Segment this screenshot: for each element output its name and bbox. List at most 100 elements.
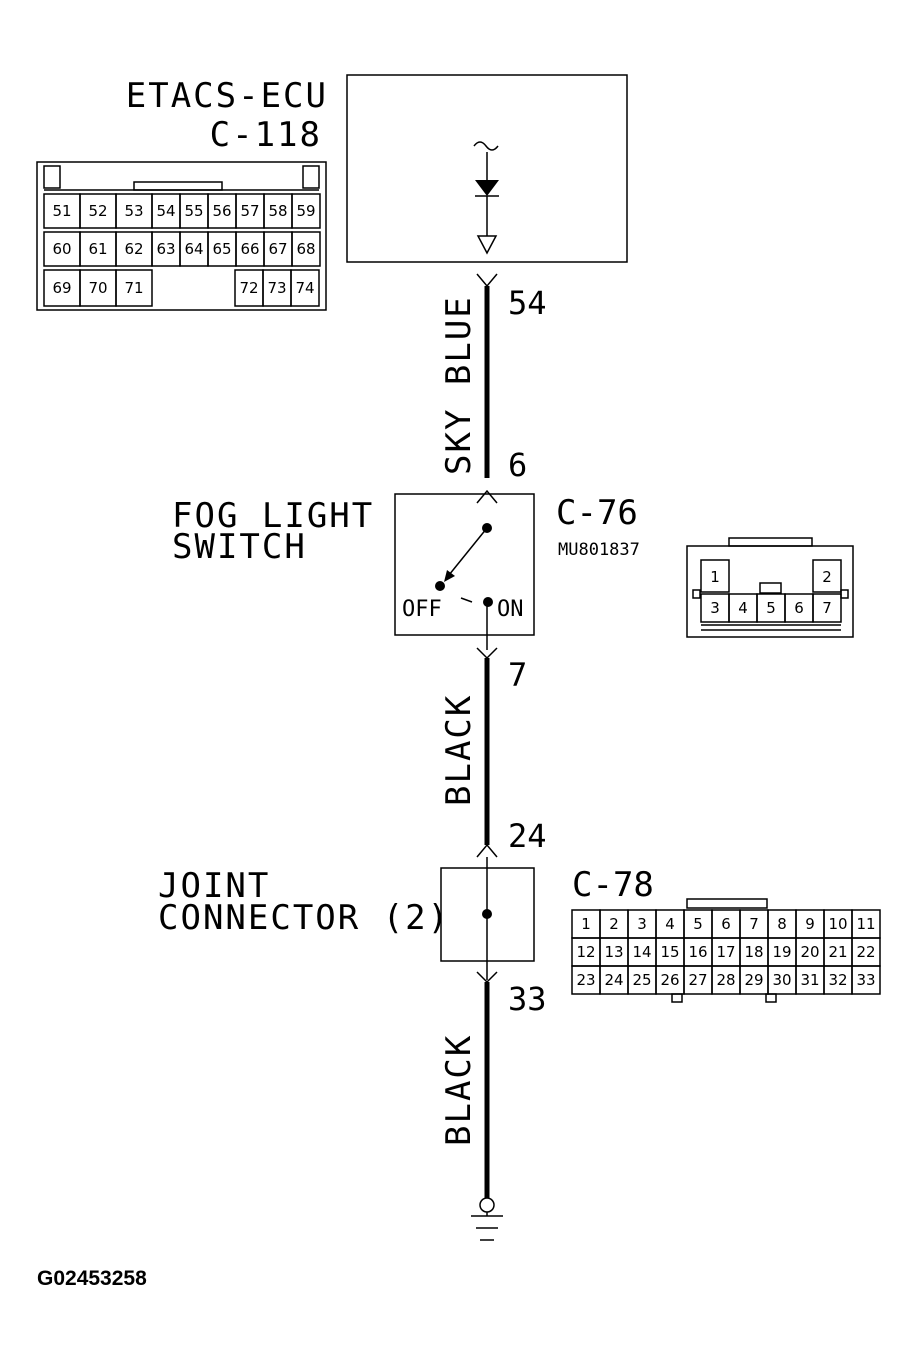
c78-pin: 32: [828, 971, 847, 989]
c78-pin: 17: [716, 943, 735, 961]
c78-pin: 19: [772, 943, 791, 961]
wire3-color-label: BLACK: [439, 1034, 479, 1146]
c78-key: [686, 898, 768, 909]
switch-on-contact-icon: [483, 597, 493, 607]
c118-pin: 67: [268, 240, 287, 258]
c78-pin: 20: [800, 943, 819, 961]
figure-id: G02453258: [37, 1267, 147, 1290]
switch-box: [394, 493, 535, 636]
c78-pin: 6: [721, 915, 731, 933]
c118-pin: 59: [296, 202, 315, 220]
c118-latch-right: [302, 165, 320, 189]
c76-pin: 4: [738, 599, 748, 617]
switch-in-terminal-icon: [476, 489, 498, 504]
c118-cell: [290, 269, 320, 307]
c118-pin: 68: [296, 240, 315, 258]
c78-pin: 3: [637, 915, 647, 933]
ecu-box: [346, 74, 628, 263]
wire-sky-blue: SKY BLUE 6: [439, 273, 527, 504]
c118-pin: 70: [88, 279, 107, 297]
switch-off-label: OFF: [402, 597, 442, 622]
c78-pin: 29: [744, 971, 763, 989]
c78-pin: 11: [856, 915, 875, 933]
c118-pin: 66: [240, 240, 259, 258]
ecu-block: ETACS-ECU C-118 54: [126, 74, 628, 322]
c78-pin: 1: [581, 915, 591, 933]
ecu-connector-id: C-118: [210, 115, 322, 155]
joint-splice-icon: [482, 909, 492, 919]
c118-pin: 52: [88, 202, 107, 220]
ecu-internal-circuit-icon: [473, 141, 499, 255]
c78-pin: 26: [660, 971, 679, 989]
c118-pin: 63: [156, 240, 175, 258]
diode-icon: [475, 180, 499, 196]
c76-cell: [812, 593, 842, 623]
c76-pin: 6: [794, 599, 804, 617]
ecu-name: ETACS-ECU: [126, 76, 328, 116]
c78-pin: 8: [777, 915, 787, 933]
c118-pin: 74: [295, 279, 314, 297]
switch-name-line2: SWITCH: [172, 527, 307, 567]
c118-cell: [291, 231, 321, 267]
c78-pin: 16: [688, 943, 707, 961]
c76-key: [728, 537, 813, 547]
c118-pin: 54: [156, 202, 175, 220]
c118-latch-left: [43, 165, 61, 189]
c76-cell: [812, 559, 842, 593]
c118-pin: 61: [88, 240, 107, 258]
joint-connector: JOINT CONNECTOR (2) C-78 33: [158, 857, 654, 1018]
switch-pin-in: 6: [508, 446, 527, 484]
c118-pin: 72: [239, 279, 258, 297]
wire-black-2: BLACK: [439, 982, 503, 1241]
c118-pin: 51: [52, 202, 71, 220]
c78-pin: 4: [665, 915, 675, 933]
switch-pin-out: 7: [508, 656, 527, 694]
c78-cell: [851, 965, 881, 995]
ground-arrow-icon: [476, 235, 498, 255]
c78-pin: 27: [688, 971, 707, 989]
c78-pin: 2: [609, 915, 619, 933]
switch-part-number: MU801837: [558, 540, 640, 560]
joint-name-line1: JOINT: [158, 866, 270, 906]
c78-pin: 28: [716, 971, 735, 989]
ecu-pin-number: 54: [508, 284, 547, 322]
c78-pin: 5: [693, 915, 703, 933]
c76-pin: 1: [710, 568, 720, 586]
c118-pin: 64: [184, 240, 203, 258]
joint-connector-id: C-78: [572, 865, 654, 905]
switch-connector-id: C-76: [556, 493, 638, 533]
c118-pin: 57: [240, 202, 259, 220]
c78-pin: 13: [604, 943, 623, 961]
c78-pin: 12: [576, 943, 595, 961]
c118-pin: 58: [268, 202, 287, 220]
ground-icon: [471, 1197, 503, 1241]
joint-name-line2: CONNECTOR (2): [158, 898, 450, 938]
c78-pin: 14: [632, 943, 651, 961]
c78-pin: 15: [660, 943, 679, 961]
c78-pin: 25: [632, 971, 651, 989]
joint-in-terminal-icon: [476, 843, 498, 858]
c78-pin: 31: [800, 971, 819, 989]
c118-pin: 73: [267, 279, 286, 297]
c118-pin: 55: [184, 202, 203, 220]
c76-pin: 3: [710, 599, 720, 617]
switch-on-label: ON: [497, 597, 524, 622]
ecu-terminal-icon: [476, 273, 498, 288]
c118-cell: [291, 193, 321, 229]
c76-pin: 5: [766, 599, 776, 617]
wire2-color-label: BLACK: [439, 694, 479, 806]
c76-pin: 7: [822, 599, 832, 617]
c78-pin: 30: [772, 971, 791, 989]
wire1-color-label: SKY BLUE: [439, 295, 479, 475]
c118-cell: [115, 269, 153, 307]
c118-pin: 56: [212, 202, 231, 220]
switch-arrow-icon: [444, 570, 455, 582]
c78-pin: 18: [744, 943, 763, 961]
joint-pin-in: 24: [508, 817, 547, 855]
c118-pin: 62: [124, 240, 143, 258]
c76-pin: 2: [822, 568, 832, 586]
c118-pin: 71: [124, 279, 143, 297]
